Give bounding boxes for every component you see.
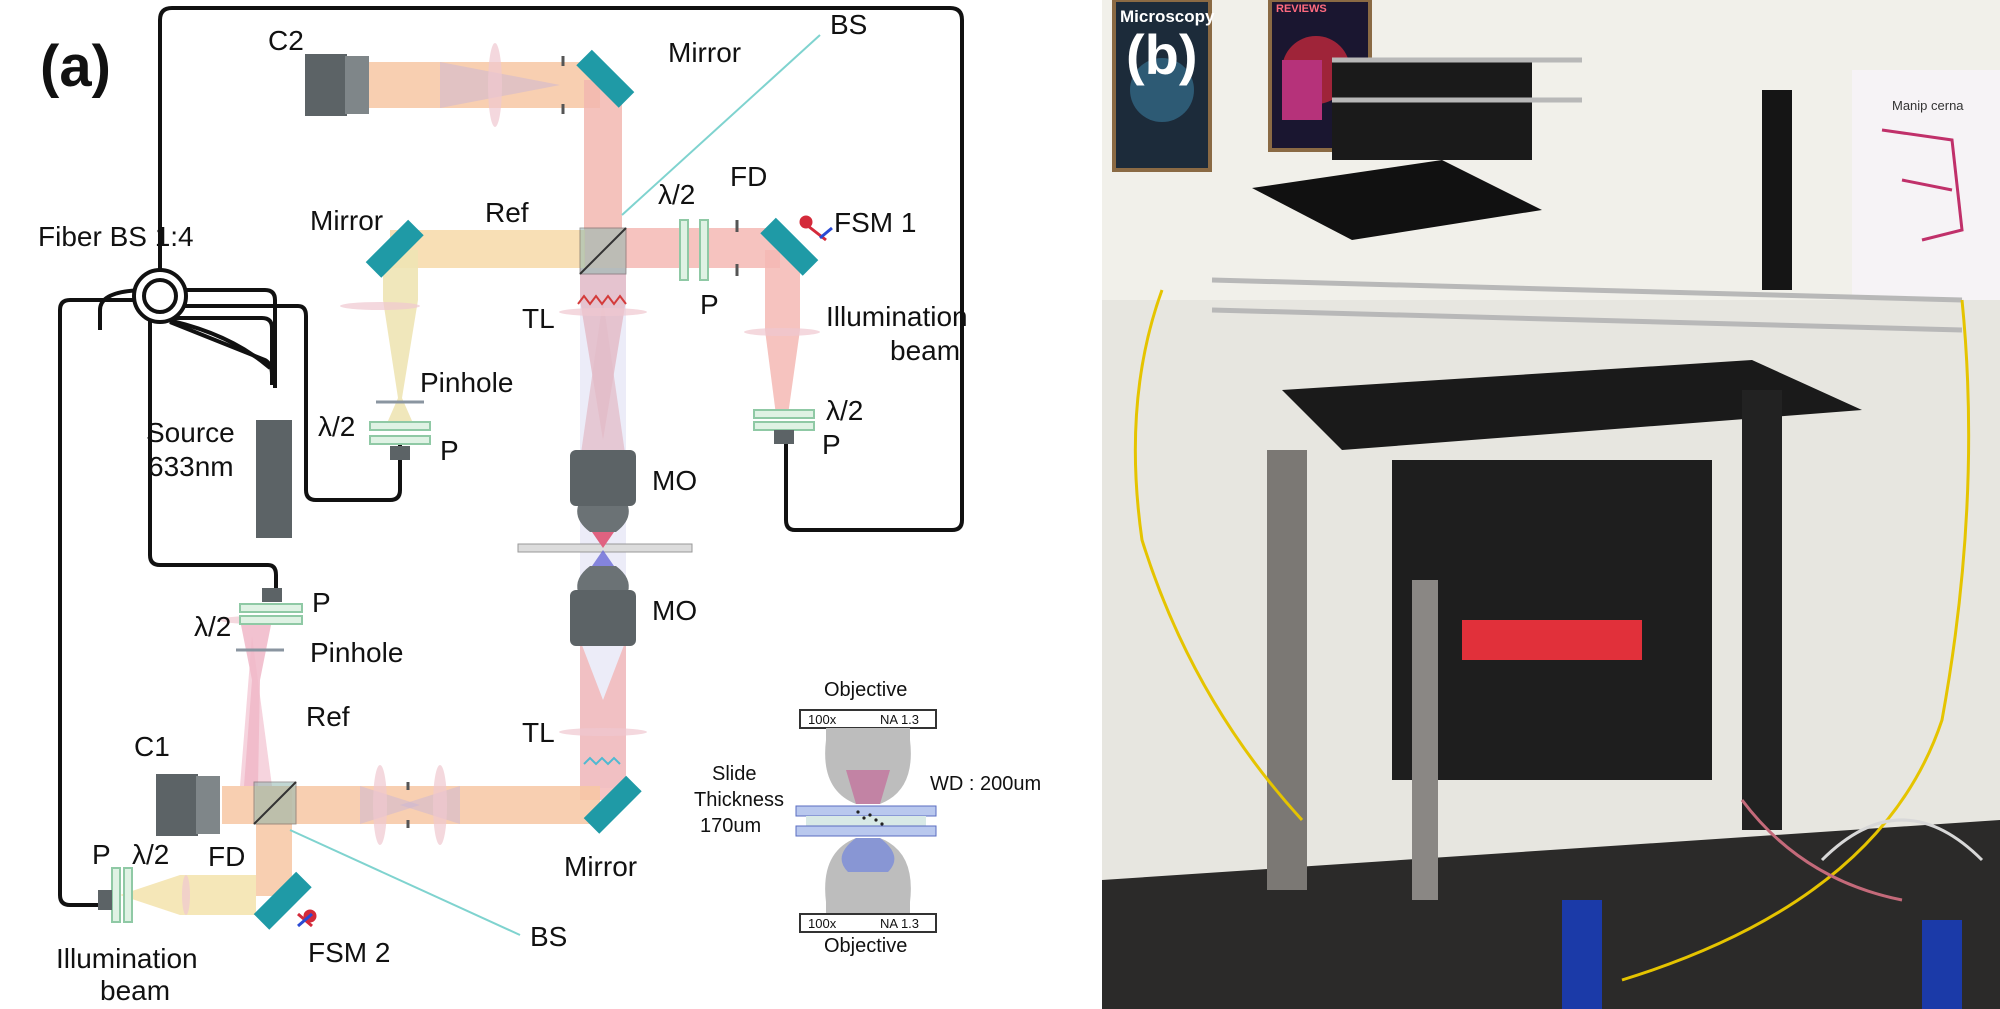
beam-ref-top xyxy=(390,230,585,268)
fsm1-mirror xyxy=(760,217,819,276)
fsm2-mirror xyxy=(253,871,312,930)
ref-top-label: Ref xyxy=(485,197,529,228)
objective-top xyxy=(570,450,636,532)
fiber-bs-coupler xyxy=(132,268,188,324)
tl-top-label: TL xyxy=(522,303,555,334)
p-bottom-label: P xyxy=(92,839,111,870)
poster-microscopy: Microscopy xyxy=(1112,0,1215,172)
c2-label: C2 xyxy=(268,25,304,56)
source-633nm xyxy=(256,420,292,538)
half-wave-mid-label: λ/2 xyxy=(194,611,231,642)
half-wave-top-label: λ/2 xyxy=(658,179,695,210)
fd-bottom-label: FD xyxy=(208,841,245,872)
camera-c2 xyxy=(305,54,369,116)
mirror-top-right xyxy=(576,49,635,108)
half-wave-bottom-label: λ/2 xyxy=(132,839,169,870)
p-top-label: P xyxy=(700,289,719,320)
mirror-top-label: Mirror xyxy=(668,37,741,68)
camera-c1 xyxy=(156,774,220,836)
inset-na-bottom: NA 1.3 xyxy=(880,916,919,931)
fsm2-label: FSM 2 xyxy=(308,937,390,968)
mirror-left xyxy=(365,219,424,278)
inset-slide-3: 170um xyxy=(700,815,761,837)
illum-bottom-label-2: beam xyxy=(100,975,170,1006)
pinhole-top-label: Pinhole xyxy=(420,367,513,398)
fsm1-label: FSM 1 xyxy=(834,207,916,238)
sample-slide xyxy=(517,532,693,566)
inset-na-top: NA 1.3 xyxy=(880,712,919,727)
inset-wd: WD : 200um xyxy=(930,773,1041,795)
tl-bottom-label: TL xyxy=(522,717,555,748)
mirror-bottom-label: Mirror xyxy=(564,851,637,882)
c1-label: C1 xyxy=(134,731,170,762)
inset-slide-1: Slide xyxy=(712,763,756,785)
mirror-bottom xyxy=(583,775,642,834)
fd-top-label: FD xyxy=(730,161,767,192)
note-title: Manip cerna xyxy=(1892,98,1964,113)
tl-top-marker xyxy=(577,294,627,306)
waveplates xyxy=(111,219,815,923)
bs-bottom-label: BS xyxy=(530,921,567,952)
mo-top-label: MO xyxy=(652,465,697,496)
beam-top-vertical xyxy=(584,80,622,268)
mirror-left-label: Mirror xyxy=(310,205,383,236)
source-label-2: 633nm xyxy=(148,451,234,482)
half-wave-left-label: λ/2 xyxy=(318,411,355,442)
fiber-bs-label: Fiber BS 1:4 xyxy=(38,221,194,252)
fsm1-actuator-icon xyxy=(799,215,833,242)
ref-bottom-label: Ref xyxy=(306,701,350,732)
pinhole-bottom-label: Pinhole xyxy=(310,637,403,668)
upper-platform xyxy=(1252,160,1542,240)
p-left-label: P xyxy=(440,435,459,466)
beam-splitter-bottom xyxy=(253,781,297,825)
beam-ref-bottom-cone xyxy=(240,636,272,786)
panel-b-label: (b) xyxy=(1126,23,1198,86)
illum-top-label-2: beam xyxy=(890,335,960,366)
bs-bottom-leader xyxy=(289,829,521,936)
inset-mag-bottom: 100x xyxy=(808,916,837,931)
poster2-title: REVIEWS xyxy=(1276,3,1327,15)
optical-setup-diagram: (a) C2 Mirror BS Fiber BS 1:4 Mirror Ref… xyxy=(38,6,1041,1006)
inset-mag-top: 100x xyxy=(808,712,837,727)
beam-pinhole-top xyxy=(383,250,418,398)
wall-note: Manip cerna xyxy=(1852,70,2000,300)
apertures xyxy=(406,56,739,828)
inset-slide-2: Thickness xyxy=(694,789,784,811)
fsm2-actuator-icon xyxy=(297,909,317,928)
bs-top-label: BS xyxy=(830,9,867,40)
beam-center-upper-2 xyxy=(580,300,626,460)
poster1-title: Microscopy xyxy=(1120,7,1215,26)
p-right-label: P xyxy=(822,429,841,460)
inset-objective-top: Objective xyxy=(824,679,907,701)
fiber-lines xyxy=(58,6,964,907)
panel-a-label: (a) xyxy=(40,34,111,99)
illum-bottom-label-1: Illumination xyxy=(56,943,198,974)
inset-objective-bottom: Objective xyxy=(824,935,907,957)
source-label-1: Source xyxy=(146,417,235,448)
bs-top-leader xyxy=(621,34,821,216)
beam-splitter-top xyxy=(579,227,627,275)
setup-photo-illustration: Microscopy REVIEWS Manip cerna xyxy=(1102,0,2000,1009)
half-wave-right-label: λ/2 xyxy=(826,395,863,426)
p-mid-label: P xyxy=(312,587,331,618)
fiber-collimators xyxy=(98,430,794,910)
tl-bottom-marker xyxy=(583,756,621,766)
objective-inset xyxy=(795,709,937,933)
setup-photo: Microscopy REVIEWS Manip cerna xyxy=(1102,0,2000,1009)
illum-top-label-1: Illumination xyxy=(826,301,968,332)
mo-bottom-label: MO xyxy=(652,595,697,626)
objective-bottom xyxy=(570,566,636,646)
